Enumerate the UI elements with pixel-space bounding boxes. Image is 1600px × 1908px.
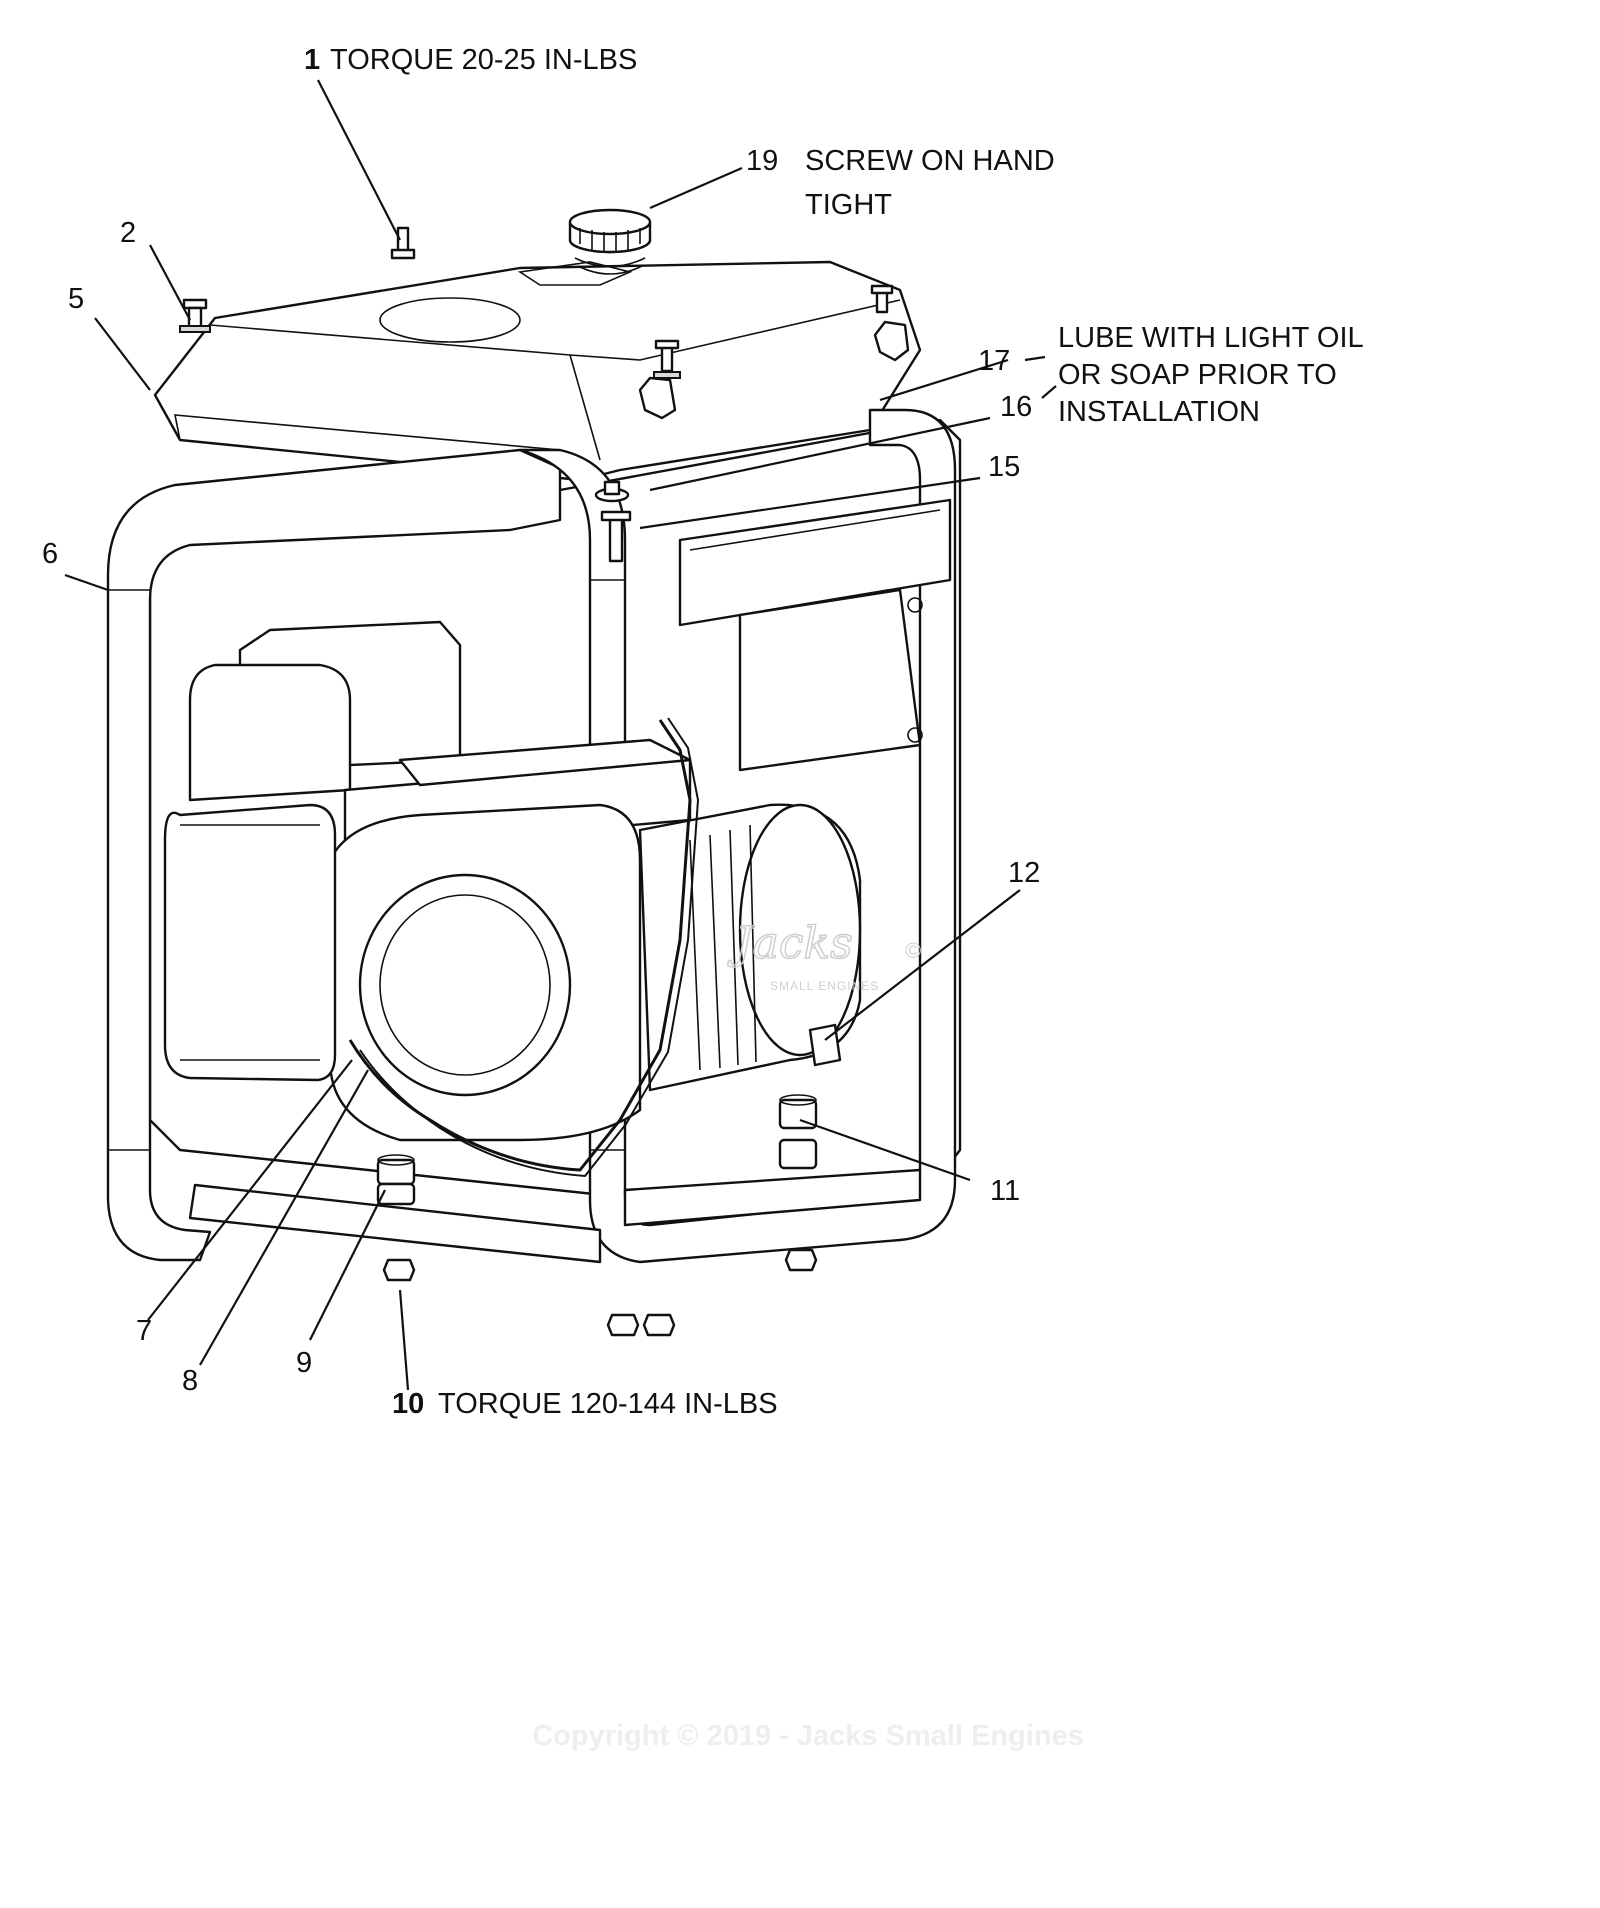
screw-tank-center [653,339,681,379]
callout-15-number: 15 [988,451,1020,483]
vibration-mount-9 [376,1154,416,1206]
copyright-text: Copyright © 2019 - Jacks Small Engines [532,1720,1084,1752]
svg-text:©: © [905,938,921,963]
generator-illustration [106,208,962,1337]
engine [188,620,692,1142]
callout-6-number: 6 [42,538,58,570]
leader-lines [64,79,1057,1391]
control-panel [678,498,952,772]
vibration-mount-11 [778,1094,818,1170]
screw-2 [179,298,211,333]
lube-note-line3: INSTALLATION [1058,396,1260,428]
svg-text:Jacks: Jacks [727,918,853,969]
callout-9-number: 9 [296,1347,312,1379]
callout-19-number: 19 [746,145,778,177]
callout-16-number: 16 [1000,391,1032,423]
jacks-watermark-logo: Jacks © SMALL ENGINES [726,917,921,993]
callout-10-number: 10 [392,1388,424,1420]
callout-11-number: 11 [990,1175,1020,1207]
callout-7-number: 7 [136,1315,152,1347]
fuel-cap [568,208,652,275]
callout-1-note: TORQUE 20-25 IN-LBS [330,44,637,76]
callout-10-note: TORQUE 120-144 IN-LBS [438,1388,778,1420]
lube-note-line2: OR SOAP PRIOR TO [1058,359,1337,391]
callout-labels: 1 TORQUE 20-25 IN-LBS 2 5 6 7 8 9 10 TOR… [42,44,1364,1420]
air-cleaner [163,803,337,1082]
fuel-hose [348,719,692,1172]
callout-1-number: 1 [304,44,320,76]
grommet-16 [594,480,630,503]
callout-17-number: 17 [978,345,1010,377]
bolt-15 [600,510,632,563]
lube-note-line1: LUBE WITH LIGHT OIL [1058,322,1364,354]
callout-8-number: 8 [182,1365,198,1397]
callout-12-number: 12 [1008,857,1040,889]
svg-text:SMALL ENGINES: SMALL ENGINES [770,979,879,993]
callout-19-note-line2: TIGHT [805,189,892,221]
alternator [638,803,862,1092]
nut-10 [382,1248,818,1337]
callout-19-note-line1: SCREW ON HAND [805,145,1055,177]
callout-2-number: 2 [120,217,136,249]
screw-1 [390,226,416,260]
screw-tank-right [870,284,894,314]
callout-5-number: 5 [68,283,84,315]
